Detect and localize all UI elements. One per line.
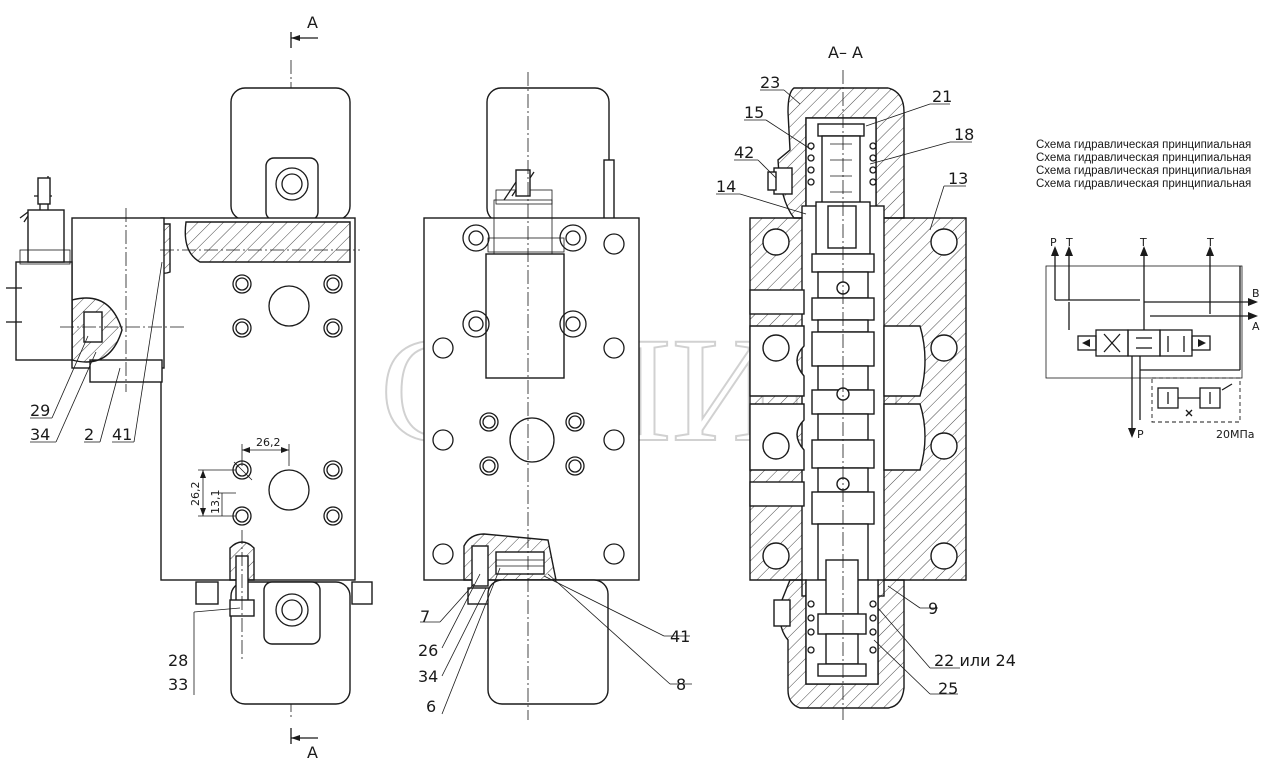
callout-9: 9 bbox=[928, 599, 938, 618]
hydraulic-schematic: Схема гидравлическая принципиальная Схем… bbox=[1036, 139, 1260, 441]
callout-13: 13 bbox=[948, 169, 968, 188]
dim-vertical-1: 26,2 bbox=[189, 482, 202, 507]
spring-bottom bbox=[807, 600, 877, 654]
port-B: B bbox=[1252, 287, 1260, 300]
dimension-group: 26,2 26,2 13,1 bbox=[189, 436, 290, 517]
dim-vertical-2: 13,1 bbox=[209, 490, 222, 515]
callout-22-or-24: 22 или 24 bbox=[934, 651, 1016, 670]
callout-15: 15 bbox=[744, 103, 764, 122]
left-view: A A bbox=[6, 13, 373, 762]
port-A: A bbox=[1252, 320, 1260, 333]
callout-21: 21 bbox=[932, 87, 952, 106]
dim-horizontal: 26,2 bbox=[256, 436, 281, 449]
port-P-bottom: P bbox=[1137, 428, 1144, 441]
callout-14: 14 bbox=[716, 177, 736, 196]
callout-2: 2 bbox=[84, 425, 94, 444]
spring-top bbox=[807, 142, 877, 186]
section-title: A– A bbox=[828, 43, 863, 62]
callout-28: 28 bbox=[168, 651, 188, 670]
callout-41-left: 41 bbox=[112, 425, 132, 444]
callout-18: 18 bbox=[954, 125, 974, 144]
callout-23: 23 bbox=[760, 73, 780, 92]
section-letter-top: A bbox=[307, 13, 318, 32]
schematic-note-2: Схема гидравлическая принципиальная bbox=[1036, 152, 1251, 164]
callout-34-middle: 34 bbox=[418, 667, 438, 686]
port-T-right: T bbox=[1206, 236, 1214, 249]
schematic-note-1: Схема гидравлическая принципиальная bbox=[1036, 139, 1251, 151]
schematic-note-4: Схема гидравлическая принципиальная bbox=[1036, 178, 1251, 190]
section-view: A– A bbox=[716, 43, 1016, 720]
callout-25: 25 bbox=[938, 679, 958, 698]
callout-41-middle: 41 bbox=[670, 627, 690, 646]
schematic-note-3: Схема гидравлическая принципиальная bbox=[1036, 165, 1251, 177]
callout-26: 26 bbox=[418, 641, 438, 660]
callout-29: 29 bbox=[30, 401, 50, 420]
port-T-mid: T bbox=[1139, 236, 1147, 249]
callout-7: 7 bbox=[420, 607, 430, 626]
callout-42: 42 bbox=[734, 143, 754, 162]
pressure-label: 20МПа bbox=[1216, 428, 1255, 441]
port-P-top: P bbox=[1050, 236, 1057, 249]
callout-6: 6 bbox=[426, 697, 436, 716]
section-mark-top: A bbox=[290, 13, 318, 48]
middle-view: 7 26 34 6 41 8 bbox=[418, 72, 692, 720]
section-mark-bottom: A bbox=[290, 728, 318, 762]
callout-8: 8 bbox=[676, 675, 686, 694]
section-letter-bottom: A bbox=[307, 743, 318, 762]
port-T-left: T bbox=[1065, 236, 1073, 249]
callout-33: 33 bbox=[168, 675, 188, 694]
callout-34-left: 34 bbox=[30, 425, 50, 444]
